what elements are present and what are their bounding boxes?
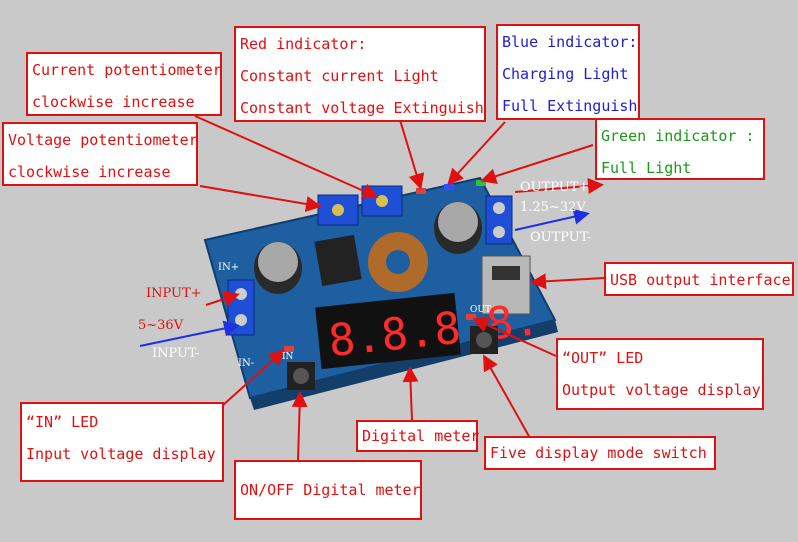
callout-current-potentiometer: Current potentiometer clockwise increase (26, 52, 222, 116)
blue-arrows (139, 208, 590, 347)
output-minus-label: OUTPUT- (530, 230, 592, 245)
callout-voltage-potentiometer: Voltage potentiometer clockwise increase (2, 122, 198, 186)
callout-green-indicator: Green indicator : Full Light (595, 118, 765, 180)
out-led (466, 314, 476, 320)
blue-indicator-led (444, 184, 454, 190)
on-off-button (287, 362, 315, 390)
output-plus-label: OUTPUT+ (520, 180, 590, 195)
callout-line: “OUT” LED (562, 349, 644, 367)
mode-switch-button (470, 326, 498, 354)
regulator-chip (314, 234, 362, 287)
capacitor-left (254, 242, 302, 294)
in-led (284, 346, 294, 352)
callout-out-led: “OUT” LED Output voltage display (556, 338, 764, 410)
callout-line: Charging Light (502, 65, 629, 83)
callout-line: USB output interface (610, 271, 791, 289)
board-in-led-label: IN (282, 352, 294, 362)
red-indicator-led (416, 188, 426, 194)
callout-line: clockwise increase (8, 163, 171, 181)
callout-line: Full Light (601, 159, 692, 177)
input-range-label: 5~36V (138, 318, 184, 333)
callout-usb-output: USB output interface (604, 262, 794, 296)
board-in-minus: IN- (238, 358, 255, 369)
usb-port (481, 255, 531, 315)
callout-line: “IN” LED (26, 413, 99, 431)
callout-on-off: ON/OFF Digital meter (234, 460, 422, 520)
callout-line: Constant voltage Extinguish (240, 99, 484, 117)
callout-line: Voltage potentiometer (8, 131, 198, 149)
callout-line: Input voltage display (26, 445, 216, 463)
callout-line: Full Extinguish (502, 97, 638, 115)
callout-line: Blue indicator: (502, 33, 638, 51)
callout-line: Output voltage display (562, 381, 761, 399)
callout-mode-switch: Five display mode switch (484, 436, 716, 470)
callout-in-led: “IN” LED Input voltage display (20, 402, 224, 482)
callout-line: Digital meter (362, 427, 480, 445)
green-indicator-led (476, 180, 486, 186)
callout-blue-indicator: Blue indicator: Charging Light Full Exti… (496, 24, 640, 120)
callout-line: Green indicator : (601, 127, 755, 145)
input-minus-label: INPUT- (152, 346, 200, 361)
leader-lines (194, 115, 605, 461)
seven-segment-display: 8.8.8.8. (315, 292, 542, 370)
board-out-led-label: OUT (470, 305, 491, 315)
board-in-plus: IN+ (218, 262, 240, 273)
capacitor-right (434, 202, 482, 254)
callout-line: Five display mode switch (490, 444, 707, 462)
callout-digital-meter: Digital meter (356, 420, 480, 452)
callout-red-indicator: Red indicator: Constant current Light Co… (234, 26, 486, 122)
input-plus-label: INPUT+ (146, 286, 202, 301)
toroid-inductor (368, 232, 428, 292)
output-range-label: 1.25~32V (520, 200, 586, 215)
callout-line: Red indicator: (240, 35, 367, 53)
callout-line: clockwise increase (32, 93, 195, 111)
callout-line: Current potentiometer (32, 61, 222, 79)
callout-line: Constant current Light (240, 67, 439, 85)
callout-line: ON/OFF Digital meter (240, 481, 421, 499)
